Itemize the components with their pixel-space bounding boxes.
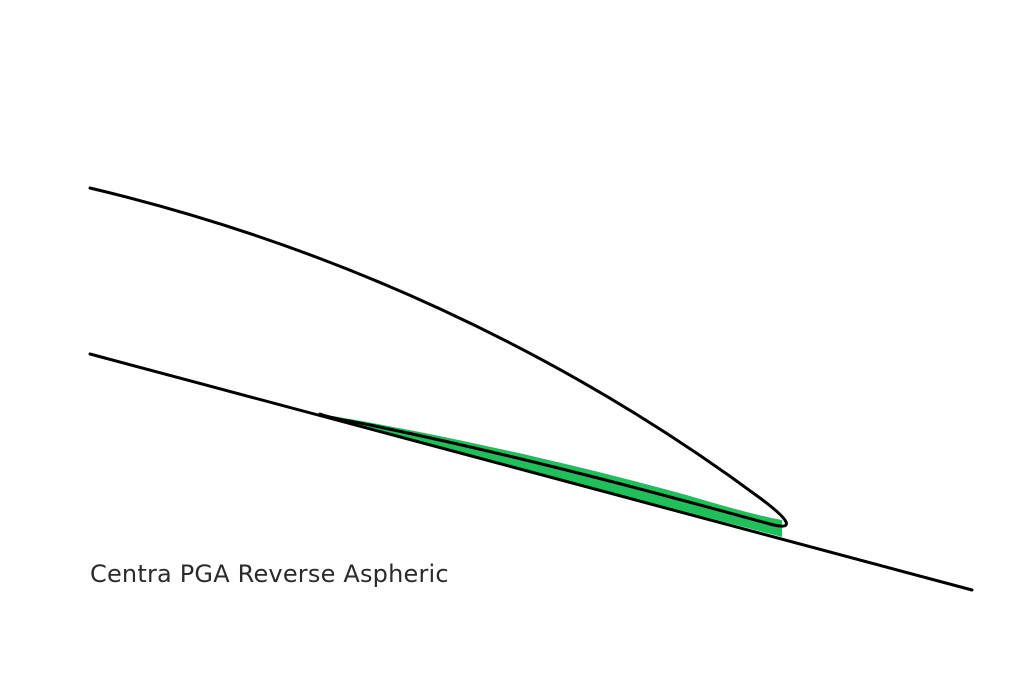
lens-front-curve	[88, 186, 788, 528]
diagram-caption: Centra PGA Reverse Aspheric	[90, 560, 449, 588]
cornea-line	[88, 352, 974, 592]
tear-layer-region	[320, 414, 782, 537]
